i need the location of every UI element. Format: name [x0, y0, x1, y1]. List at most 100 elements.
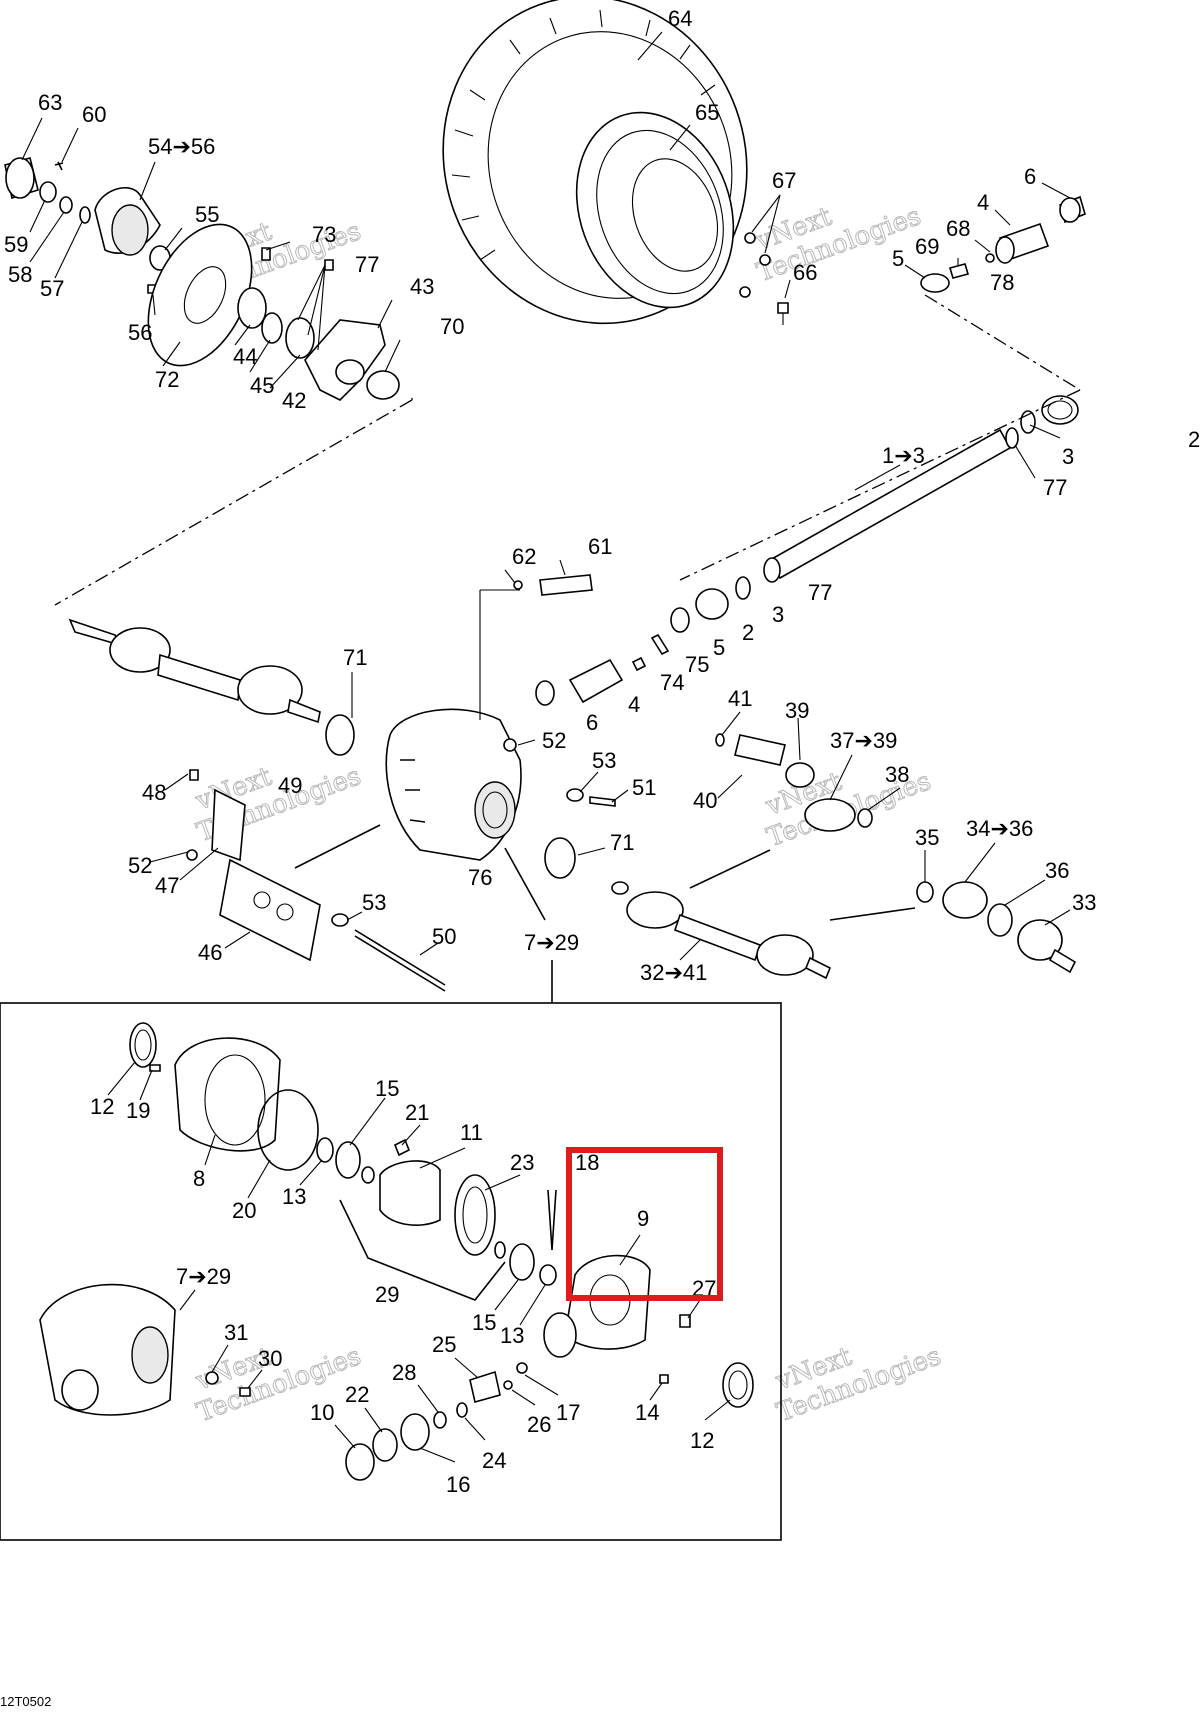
callout-label: 65	[695, 100, 719, 125]
callout-label: 63	[38, 90, 62, 115]
callout-labels: 64 65 67 66 6 4 68 69 5 78 2 3 1➔3 77 63…	[4, 6, 1200, 1497]
callout-label: 11	[460, 1120, 483, 1145]
callout-label: 28	[392, 1360, 416, 1385]
callout-label: 21	[405, 1100, 429, 1125]
callout-label: 44	[233, 344, 257, 369]
callout-label: 13	[282, 1184, 306, 1209]
callout-label: 41	[728, 686, 752, 711]
callout-label: 40	[693, 788, 717, 813]
callout-label: 7➔29	[524, 930, 579, 955]
callout-label: 8	[193, 1166, 205, 1191]
callout-label: 23	[510, 1150, 534, 1175]
callout-label: 64	[668, 6, 692, 31]
callout-label: 61	[588, 534, 612, 559]
callout-label: 77	[355, 252, 379, 277]
callout-label: 69	[915, 234, 939, 259]
callout-label: 68	[946, 216, 970, 241]
assembly-line	[54, 294, 1081, 606]
callout-label: 33	[1072, 890, 1096, 915]
differential-detail-box	[0, 1002, 782, 1541]
differential-housing	[385, 574, 670, 879]
callout-label: 60	[82, 102, 106, 127]
callout-label: 3	[1062, 444, 1074, 469]
drive-shaft-2	[68, 618, 355, 756]
callout-label: 71	[610, 830, 634, 855]
callout-label: 14	[635, 1400, 659, 1425]
callout-label: 38	[885, 762, 909, 787]
callout-label: 19	[126, 1098, 150, 1123]
callout-label: 46	[198, 940, 222, 965]
callout-label: 16	[446, 1472, 470, 1497]
callout-label: 15	[375, 1076, 399, 1101]
callout-label: 37➔39	[830, 728, 897, 753]
callout-label: 17	[556, 1400, 580, 1425]
callout-label: 78	[990, 270, 1014, 295]
callout-label: 47	[155, 873, 179, 898]
callout-label: 4	[977, 190, 989, 215]
drawing-code: 12T0502	[0, 1694, 51, 1709]
callout-label: 20	[232, 1198, 256, 1223]
callout-label: 18	[575, 1150, 599, 1175]
callout-label: 32➔41	[640, 960, 707, 985]
knuckle-assembly	[237, 247, 400, 401]
callout-label: 76	[468, 865, 492, 890]
wheel-nuts	[739, 232, 789, 325]
drive-shaft-3	[611, 733, 1077, 980]
callout-leaders	[21, 31, 1071, 1463]
callout-label: 9	[637, 1206, 649, 1231]
outer-boot-parts	[920, 195, 1086, 293]
callout-label: 57	[40, 276, 64, 301]
callout-label: 31	[224, 1320, 248, 1345]
callout-label: 13	[500, 1323, 524, 1348]
callout-label: 35	[915, 825, 939, 850]
callout-label: 6	[1024, 164, 1036, 189]
highlight-box	[566, 1147, 723, 1301]
callout-label: 5	[892, 246, 904, 271]
callout-label: 54➔56	[148, 134, 215, 159]
callout-label: 4	[628, 692, 640, 717]
callout-label: 67	[772, 168, 796, 193]
callout-label: 34➔36	[966, 816, 1033, 841]
callout-label: 48	[142, 780, 166, 805]
callout-label: 5	[713, 635, 725, 660]
callout-label: 22	[345, 1382, 369, 1407]
callout-label: 24	[482, 1448, 506, 1473]
hub-assembly	[4, 157, 171, 294]
callout-label: 50	[432, 924, 456, 949]
callout-label: 39	[785, 698, 809, 723]
callout-label: 53	[362, 890, 386, 915]
callout-label: 2	[742, 620, 754, 645]
callout-label: 52	[542, 728, 566, 753]
callout-label: 2	[1188, 427, 1200, 452]
callout-label: 15	[472, 1310, 496, 1335]
callout-label: 71	[343, 645, 367, 670]
callout-label: 6	[586, 710, 598, 735]
callout-label: 53	[592, 748, 616, 773]
callout-label: 42	[282, 388, 306, 413]
callout-label: 59	[4, 232, 28, 257]
callout-label: 72	[155, 367, 179, 392]
callout-label: 70	[440, 314, 464, 339]
callout-label: 12	[90, 1094, 114, 1119]
differential-internals	[39, 1022, 754, 1481]
callout-label: 25	[432, 1332, 456, 1357]
callout-label: 1➔3	[882, 443, 925, 468]
callout-label: 36	[1045, 858, 1069, 883]
callout-label: 7➔29	[176, 1264, 231, 1289]
callout-label: 43	[410, 274, 434, 299]
callout-label: 74	[660, 670, 684, 695]
tire-assembly	[442, 0, 748, 325]
callout-label: 75	[685, 652, 709, 677]
callout-label: 3	[772, 602, 784, 627]
callout-label: 55	[195, 202, 219, 227]
callout-label: 49	[278, 773, 302, 798]
callout-label: 73	[312, 222, 336, 247]
callout-label: 10	[310, 1400, 334, 1425]
callout-label: 77	[1043, 475, 1067, 500]
callout-label: 77	[808, 580, 832, 605]
callout-label: 51	[632, 775, 656, 800]
leader-arrow	[294, 824, 546, 921]
drive-shaft-1	[670, 395, 1079, 633]
callout-label: 30	[258, 1346, 282, 1371]
